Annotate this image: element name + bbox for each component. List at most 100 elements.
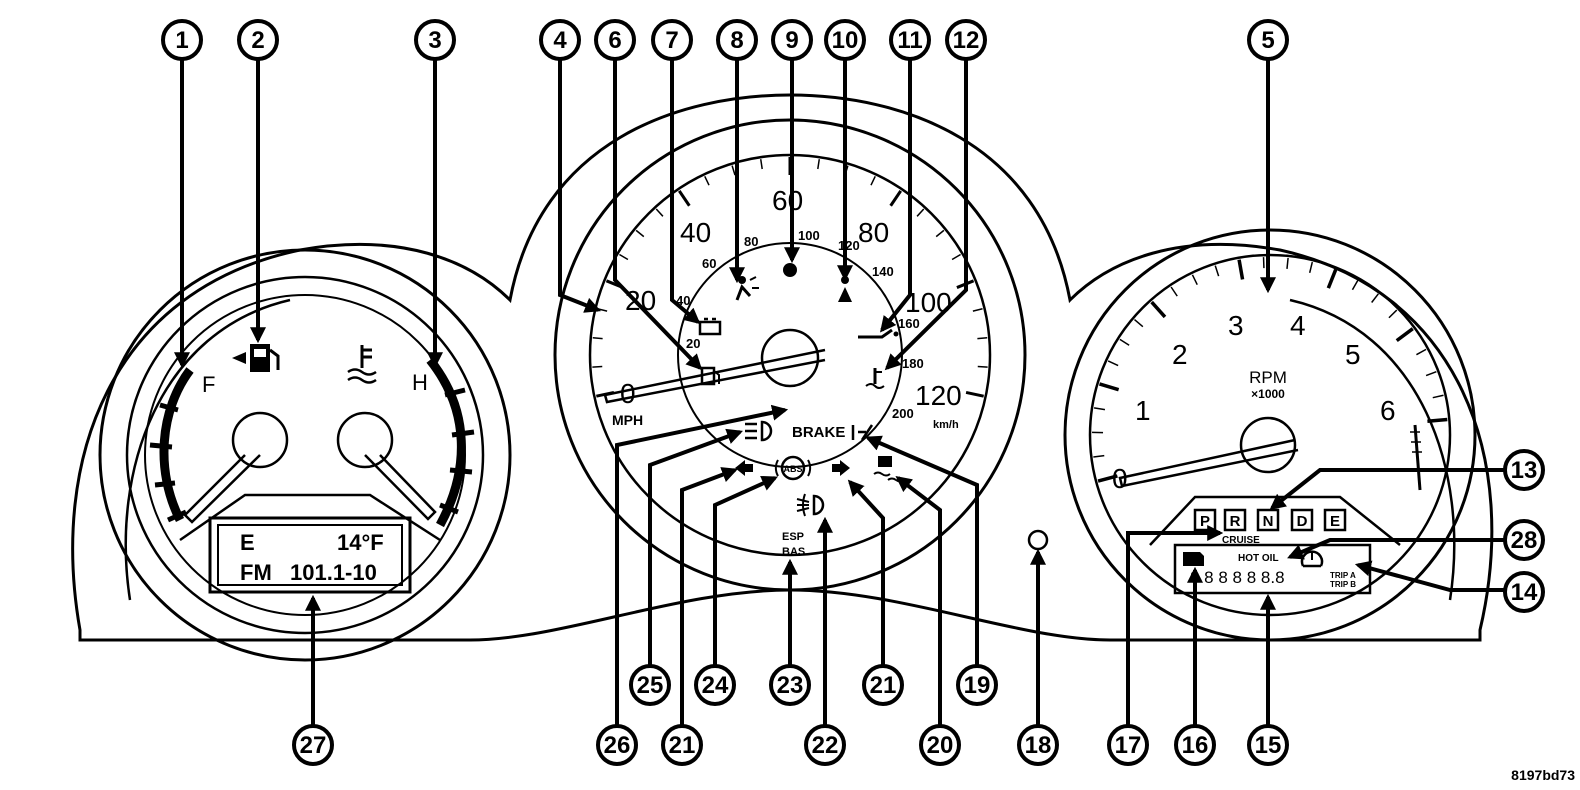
speedometer-tick: [965, 390, 984, 398]
evic-temperature: 14°F: [337, 530, 384, 555]
gear-selector-display: P R N D E: [1193, 508, 1347, 532]
callout-20: 20: [919, 724, 961, 766]
abs-icon: ABS: [774, 455, 812, 481]
callout-25: 25: [629, 664, 671, 706]
gear-p-label: P: [1200, 513, 1210, 530]
tachometer-tick: [1351, 279, 1359, 291]
figure-code: 8197bd73: [1511, 767, 1575, 783]
left-turn-signal-icon: [735, 460, 753, 476]
callout-19: 19: [956, 664, 998, 706]
speedometer-tick: [597, 308, 608, 312]
svg-text:14: 14: [1511, 579, 1538, 606]
callout-14: 14: [1503, 571, 1545, 613]
svg-text:18: 18: [1025, 732, 1052, 759]
callout-23: 23: [769, 664, 811, 706]
callout-8: 8: [716, 19, 758, 61]
kmh-label-140: 140: [872, 264, 894, 279]
svg-text:23: 23: [777, 672, 804, 699]
svg-text:19: 19: [964, 672, 991, 699]
bas-indicator-label: BAS: [782, 546, 805, 558]
speedometer-tick: [977, 365, 988, 368]
svg-text:22: 22: [812, 732, 839, 759]
rpm-label-6: 6: [1380, 395, 1396, 426]
rpm-label-5: 5: [1345, 339, 1361, 370]
evic-compass: E: [240, 530, 255, 555]
callout-6: 6: [594, 19, 636, 61]
mph-label-20: 20: [625, 285, 656, 316]
abs-label: ABS: [783, 464, 802, 474]
tachometer-tick: [1097, 474, 1118, 483]
tachometer-tick: [1119, 338, 1130, 346]
tachometer-tick: [1416, 348, 1427, 356]
callout-9: 9: [771, 19, 813, 61]
mph-label-40: 40: [680, 217, 711, 248]
tachometer-tick: [1170, 286, 1178, 297]
speedometer-tick: [731, 165, 736, 176]
kmh-label-80: 80: [744, 234, 758, 249]
callout-22: 22: [804, 724, 846, 766]
coolant-temp-icon: [347, 345, 377, 384]
mph-label-80: 80: [858, 217, 889, 248]
svg-text:10: 10: [832, 27, 859, 54]
mph-label-120: 120: [915, 380, 962, 411]
oil-pressure-icon: [858, 328, 899, 339]
callout-24: 24: [694, 664, 736, 706]
evic-band: FM: [240, 560, 272, 585]
tachometer-tick: [1388, 309, 1398, 319]
kmh-unit-label: km/h: [933, 419, 959, 431]
kmh-label-20: 20: [686, 336, 700, 351]
seatbelt-icon: [838, 276, 852, 302]
tachometer-tick: [1133, 319, 1144, 328]
speedometer-tick: [759, 159, 763, 170]
svg-text:25: 25: [637, 672, 664, 699]
check-engine-icon: [1183, 552, 1204, 566]
svg-text:9: 9: [785, 27, 798, 54]
battery-icon: [698, 317, 722, 336]
tachometer-tick: [1308, 261, 1314, 273]
speedometer-tick: [704, 175, 710, 186]
svg-text:2: 2: [251, 27, 264, 54]
center-dot-icon: [783, 263, 797, 277]
cruise-indicator-label: CRUISE: [1222, 535, 1260, 546]
tachometer-tick: [1150, 300, 1167, 319]
speedometer-tick: [678, 190, 691, 207]
callout-4: 4: [539, 19, 581, 61]
cluster-housing: [71, 93, 1494, 642]
svg-text:8: 8: [730, 27, 743, 54]
svg-text:20: 20: [927, 732, 954, 759]
svg-text:21: 21: [870, 672, 897, 699]
tachometer-tick: [1093, 454, 1105, 458]
trip-b-label: TRIP B: [1330, 580, 1356, 589]
right-turn-signal-icon: [832, 460, 850, 476]
callout-28: 28: [1503, 519, 1545, 561]
callout-2: 2: [237, 19, 279, 61]
tachometer-tick: [1214, 265, 1220, 277]
fuel-full-label: F: [202, 372, 215, 397]
svg-text:26: 26: [604, 732, 631, 759]
svg-text:1: 1: [175, 27, 188, 54]
svg-text:6: 6: [608, 27, 621, 54]
speedometer-tick: [935, 229, 945, 238]
speedometer-tick: [817, 159, 821, 170]
tachometer-tick: [1237, 259, 1245, 280]
rpm-label-4: 4: [1290, 310, 1306, 341]
fuel-pump-icon: [232, 344, 280, 372]
trip-a-label: TRIP A: [1330, 571, 1356, 580]
svg-text:16: 16: [1182, 732, 1209, 759]
evic-frequency: 101.1-10: [290, 560, 377, 585]
speedometer-tick: [655, 208, 664, 217]
low-fuel-icon: [700, 366, 720, 386]
airbag-icon: [735, 276, 759, 301]
kmh-label-60: 60: [702, 256, 716, 271]
svg-text:12: 12: [953, 27, 980, 54]
rpm-multiplier-label: ×1000: [1251, 387, 1285, 401]
callout-1: 1: [161, 19, 203, 61]
rpm-label-1: 1: [1135, 395, 1151, 426]
speedometer-tick: [635, 229, 645, 238]
svg-text:24: 24: [702, 672, 729, 699]
svg-text:5: 5: [1261, 27, 1274, 54]
mph-unit-label: MPH: [612, 412, 643, 428]
tachometer-tick: [1286, 257, 1289, 269]
callouts: 1 2 3 4 5 6 7 8 9 10 11 12 13 14 15 16 1…: [161, 19, 1545, 766]
tachometer-tick: [1425, 370, 1437, 377]
